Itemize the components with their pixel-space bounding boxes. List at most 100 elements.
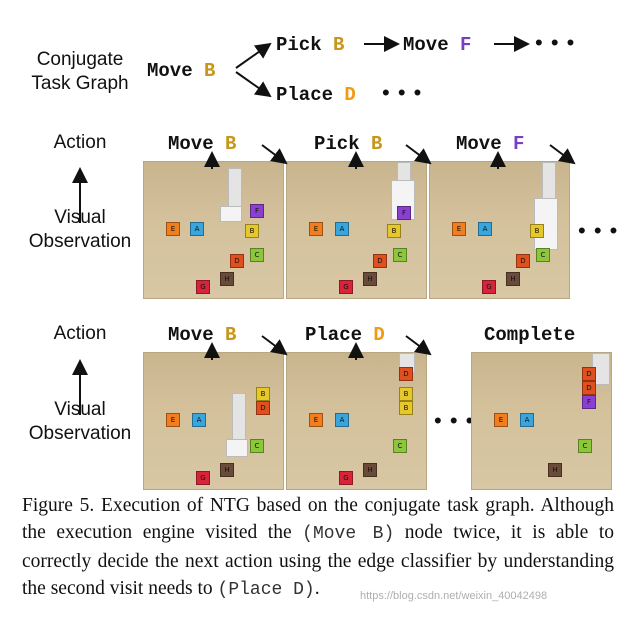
cube-b-2: B	[399, 401, 413, 415]
row2-observation-2: D B B E A C H G	[286, 352, 427, 490]
graph-root-node: Move B	[147, 60, 215, 82]
cube-b: B	[530, 224, 544, 238]
graph-upper-2-verb: Move	[403, 34, 449, 56]
cube-g: G	[196, 471, 210, 485]
graph-label-line2: Task Graph	[31, 73, 129, 94]
graph-lower-ellipsis: • • •	[382, 80, 423, 105]
cube-d: D	[582, 367, 596, 381]
row1-action-label: Action	[53, 132, 107, 153]
cube-c: C	[393, 439, 407, 453]
cube-h: H	[506, 272, 520, 286]
graph-root-object: B	[204, 60, 216, 82]
row1-step-3-action: Move F	[456, 133, 524, 155]
row1-step-3-verb: Move	[456, 133, 502, 155]
graph-upper-ellipsis: • • •	[535, 30, 576, 55]
graph-upper-1-object: B	[333, 34, 345, 56]
cube-f: F	[397, 206, 411, 220]
cube-e: E	[166, 222, 180, 236]
cube-d: D	[399, 367, 413, 381]
row1-step-1-verb: Move	[168, 133, 214, 155]
row1-step-1-action: Move B	[168, 133, 236, 155]
cube-e: E	[494, 413, 508, 427]
cube-b: B	[387, 224, 401, 238]
cube-e: E	[309, 413, 323, 427]
cube-b: B	[245, 224, 259, 238]
cube-h: H	[220, 463, 234, 477]
row1-step-1-object: B	[225, 133, 237, 155]
row1-observation-2: F E A B C D H G	[286, 161, 427, 299]
row2-transition-2	[405, 335, 432, 356]
caption-code-1: (Move B)	[302, 524, 395, 544]
watermark: https://blog.csdn.net/weixin_40042498	[360, 590, 548, 602]
graph-label: Conjugate Task Graph	[20, 48, 140, 96]
row1-step-2-object: B	[371, 133, 383, 155]
cube-b: B	[399, 387, 413, 401]
cube-h: H	[363, 463, 377, 477]
row1-observation-1: E A F B C D H G	[143, 161, 284, 299]
row1-transition-1	[261, 144, 288, 165]
cube-d-2: D	[582, 381, 596, 395]
graph-upper-1-verb: Pick	[276, 34, 322, 56]
row1-step-2-action: Pick B	[314, 133, 382, 155]
graph-upper-node-2: Move F	[403, 34, 471, 56]
row2-observation-1: B D E A C H G	[143, 352, 284, 490]
row1-step-3-object: F	[513, 133, 525, 155]
cube-e: E	[166, 413, 180, 427]
row1-observation-line2: Observation	[28, 231, 132, 252]
cube-d: D	[373, 254, 387, 268]
cube-a: A	[190, 222, 204, 236]
cube-g: G	[196, 280, 210, 294]
row2-step-1-verb: Move	[168, 324, 214, 346]
row2-ellipsis: • • •	[434, 408, 475, 433]
graph-root-verb: Move	[147, 60, 193, 82]
row2-step-3-verb: Complete	[484, 324, 576, 346]
cube-c: C	[250, 248, 264, 262]
row2-step-3-action: Complete	[484, 324, 575, 346]
robot-gripper	[226, 439, 248, 457]
graph-lower-verb: Place	[276, 84, 334, 106]
caption-text-3: .	[314, 578, 320, 599]
cube-a: A	[335, 413, 349, 427]
graph-edges	[235, 36, 530, 98]
cube-g: G	[482, 280, 496, 294]
caption-text-2: node twice, it is able to correctly deci…	[22, 522, 615, 599]
graph-label-line1: Conjugate	[36, 49, 124, 70]
graph-lower-node: Place D	[276, 84, 356, 106]
cube-h: H	[363, 272, 377, 286]
caption-code-2: (Place D)	[217, 580, 315, 600]
cube-c: C	[536, 248, 550, 262]
cube-b: B	[256, 387, 270, 401]
cube-d: D	[516, 254, 530, 268]
edge-root-to-place	[235, 71, 272, 98]
graph-upper-2-object: F	[460, 34, 472, 56]
graph-lower-object: D	[344, 84, 356, 106]
cube-a: A	[478, 222, 492, 236]
cube-c: C	[250, 439, 264, 453]
figure-caption: Figure 5. Execution of NTG based on the …	[22, 492, 614, 604]
row1-observation-3: E A B C D H G	[429, 161, 570, 299]
cube-d: D	[230, 254, 244, 268]
row2-step-1-object: B	[225, 324, 237, 346]
edge-root-to-pick	[235, 42, 272, 69]
row2-step-2-object: D	[373, 324, 385, 346]
row-arrows	[72, 144, 576, 415]
cube-e: E	[452, 222, 466, 236]
row2-step-2-verb: Place	[305, 324, 363, 346]
cube-e: E	[309, 222, 323, 236]
row2-observation-line2: Observation	[28, 423, 132, 444]
cube-g: G	[339, 280, 353, 294]
row1-transition-2	[405, 144, 432, 165]
cube-f: F	[582, 395, 596, 409]
robot-gripper	[220, 206, 242, 222]
cube-d: D	[256, 401, 270, 415]
caption-text-1: Figure 5. Execution of NTG based on the …	[22, 495, 614, 543]
cube-c: C	[578, 439, 592, 453]
cube-h: H	[220, 272, 234, 286]
row1-ellipsis: • • •	[578, 218, 619, 243]
cube-f: F	[250, 204, 264, 218]
cube-a: A	[192, 413, 206, 427]
graph-upper-node-1: Pick B	[276, 34, 344, 56]
cube-h: H	[548, 463, 562, 477]
row1-step-2-verb: Pick	[314, 133, 360, 155]
row2-observation-3: D D F E A C H	[471, 352, 612, 490]
